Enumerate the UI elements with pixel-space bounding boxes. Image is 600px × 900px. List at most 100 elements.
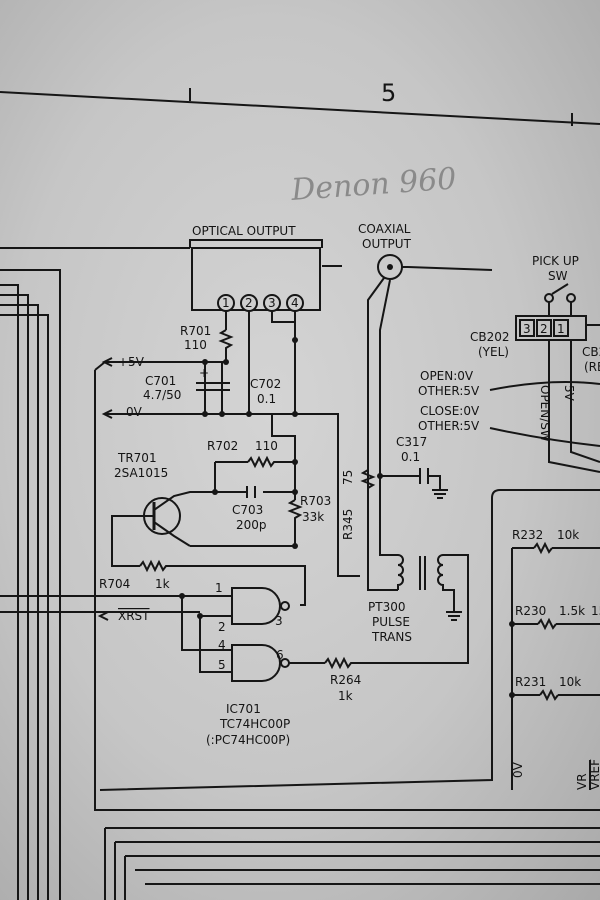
junction-dot	[509, 692, 515, 698]
close-other-label: OTHER:5V	[418, 419, 480, 433]
bottom-0v-label: 0V	[511, 761, 525, 778]
open-sw-signal: OPEN/SW	[538, 385, 552, 442]
pickup-label-line2: SW	[548, 269, 568, 283]
open-other-label: OTHER:5V	[418, 384, 480, 398]
r230-ref: R230	[515, 604, 546, 618]
r232-ref: R232	[512, 528, 543, 542]
r232-value: 10k	[557, 528, 579, 542]
c702-ref: C702	[250, 377, 281, 391]
r703-value: 33k	[302, 510, 324, 524]
pickup-switch	[544, 283, 576, 315]
right-resistor-network	[99, 489, 600, 791]
junction-dot	[292, 543, 298, 549]
r264-value: 1k	[338, 689, 353, 703]
zero-volt-rail-label: 0V	[126, 405, 143, 419]
junction-dot	[509, 621, 515, 627]
c702-capacitor	[214, 382, 230, 391]
r231-ref: R231	[515, 675, 546, 689]
r264-ref: R264	[330, 673, 361, 687]
c317-ref: C317	[396, 435, 427, 449]
junction-dot	[179, 593, 185, 599]
cb202-color: (YEL)	[478, 345, 509, 359]
junction-dot	[377, 473, 383, 479]
pt300-transformer	[397, 554, 462, 621]
ic701-nand-gates	[100, 554, 469, 682]
r701-value: 110	[184, 338, 207, 352]
c701-value: 4.7/50	[143, 388, 181, 402]
pickup-label-line1: PICK UP	[532, 254, 579, 268]
cb202-pin-2: 2	[540, 322, 548, 336]
5v-signal: 5V	[562, 385, 576, 402]
junction-dot	[219, 411, 225, 417]
ic701-alt-part: (:PC74HC00P)	[206, 733, 290, 747]
c703-ref: C703	[232, 503, 263, 517]
ground-symbol	[432, 489, 448, 499]
junction-dot	[223, 359, 229, 365]
optical-pin-4: 4	[291, 296, 299, 310]
r702-value: 110	[255, 439, 278, 453]
optical-pin-3: 3	[268, 296, 276, 310]
gate-pin-1: 1	[215, 581, 223, 595]
column-number: 5	[381, 79, 396, 107]
open-state-label: OPEN:0V	[420, 369, 474, 383]
cb2-partial-ref: CB2	[582, 345, 600, 359]
junction-dot	[212, 489, 218, 495]
rail-arrows	[101, 357, 113, 419]
gate-pin-4: 4	[218, 638, 226, 652]
r703-ref: R703	[300, 494, 331, 508]
r230-value: 1.5k	[559, 604, 585, 618]
pt300-line2: TRANS	[371, 630, 412, 644]
c702-value: 0.1	[257, 392, 276, 406]
junction-dot	[202, 359, 208, 365]
cb2-partial-color: (RE	[584, 360, 600, 374]
junction-dot	[202, 411, 208, 417]
tr701-ref: TR701	[117, 451, 157, 465]
junction-dot	[197, 613, 203, 619]
r701-resistor	[218, 329, 234, 352]
r701-ref: R701	[180, 324, 211, 338]
vref-label: VREF	[588, 759, 600, 790]
r345-value: 75	[341, 470, 355, 485]
gate-pin-3: 3	[275, 614, 283, 628]
cb202-connector	[515, 315, 600, 473]
ic701-ref: IC701	[226, 702, 261, 716]
cb202-ref: CB202	[470, 330, 510, 344]
gate-pin-2: 2	[218, 620, 226, 634]
column-tick-marks	[189, 88, 573, 126]
optical-pin-1: 1	[222, 296, 230, 310]
xrst-label: XRST	[118, 609, 150, 623]
r702-ref: R702	[207, 439, 238, 453]
tr701-network	[111, 414, 306, 606]
close-state-label: CLOSE:0V	[420, 404, 480, 418]
r345-ref: R345	[341, 509, 355, 540]
c317-capacitor	[380, 468, 441, 490]
vr-label: VR	[575, 773, 589, 790]
junction-dot	[292, 459, 298, 465]
plus5v-rail-label: +5V	[118, 355, 145, 369]
c317-value: 0.1	[401, 450, 420, 464]
r704-value: 1k	[155, 577, 170, 591]
xrst-arrow	[97, 611, 109, 621]
handwritten-note: Denon 960	[289, 162, 457, 209]
r345-resistor	[360, 469, 376, 489]
junction-dot	[292, 337, 298, 343]
pt300-line1: PULSE	[372, 615, 410, 629]
c701-polarity: +	[199, 366, 209, 380]
cb202-pin-3: 3	[523, 322, 531, 336]
r231-value: 10k	[559, 675, 581, 689]
c701-ref: C701	[145, 374, 176, 388]
ic701-part: TC74HC00P	[219, 717, 290, 731]
coaxial-label-line2: OUTPUT	[362, 237, 412, 251]
coaxial-output-jack	[367, 254, 493, 591]
r704-ref: R704	[99, 577, 130, 591]
gate-pin-6: 6	[276, 648, 284, 662]
c701-capacitor	[196, 382, 214, 391]
tr701-part: 2SA1015	[114, 466, 168, 480]
coaxial-label-line1: COAXIAL	[358, 222, 411, 236]
left-bus-wires	[0, 247, 600, 900]
cb202-pin-1: 1	[557, 322, 565, 336]
pt300-ref: PT300	[368, 600, 405, 614]
c703-value: 200p	[236, 518, 267, 532]
junction-dot	[246, 411, 252, 417]
